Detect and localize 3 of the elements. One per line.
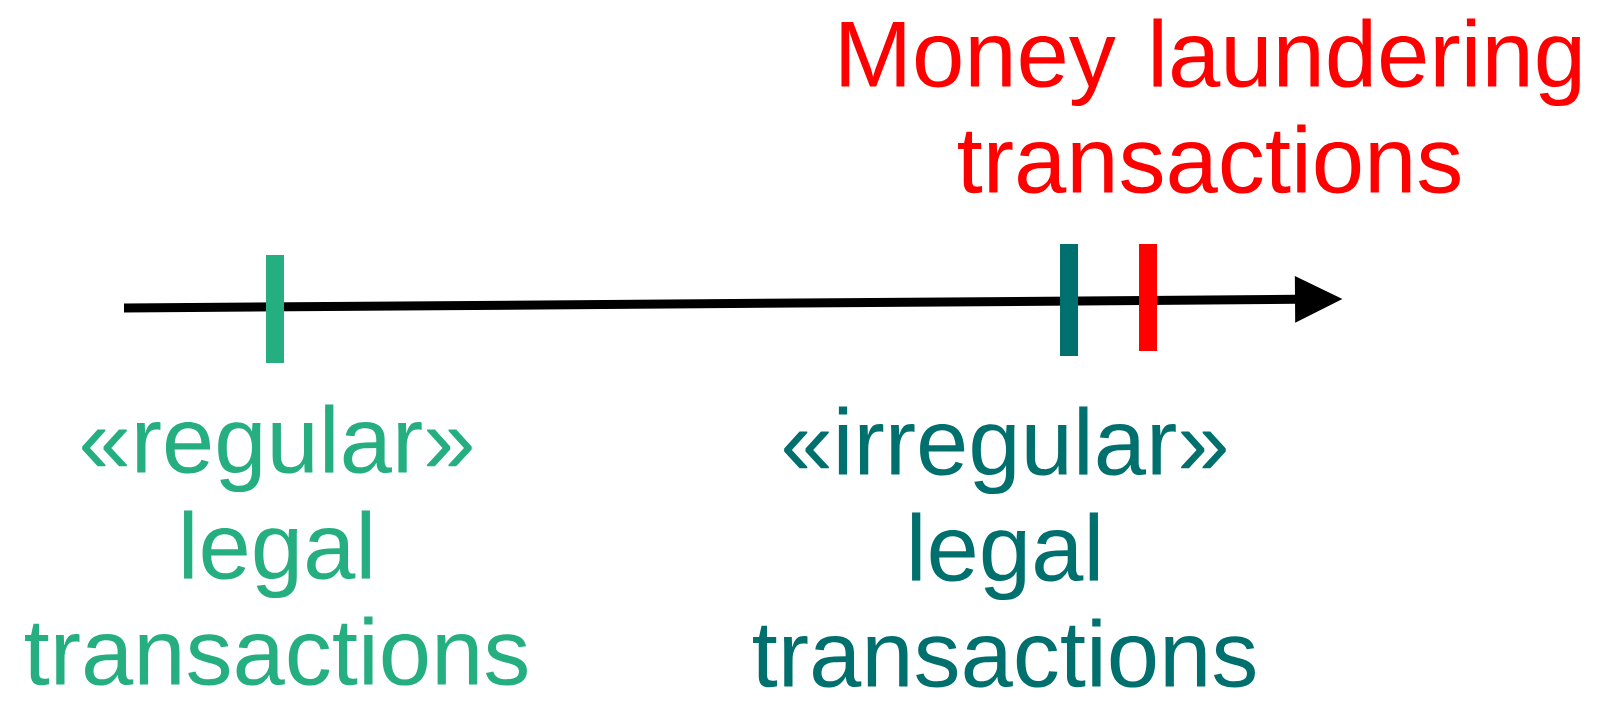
- axis-label: «regular» legal transactions: [25, 404, 527, 686]
- axis-label: Money laundering transactions: [841, 18, 1580, 194]
- axis-label: «irregular» legal transactions: [753, 406, 1255, 688]
